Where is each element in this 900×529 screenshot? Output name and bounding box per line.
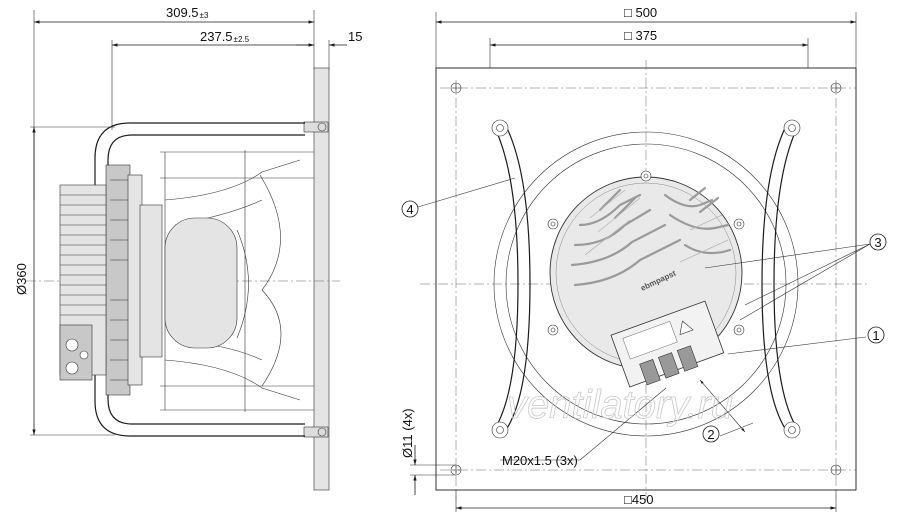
callout-2: 2 <box>702 425 720 443</box>
callout-1: 1 <box>867 326 885 344</box>
svg-text:4: 4 <box>406 202 413 217</box>
dimension-plate-thickness: 15 <box>348 29 362 44</box>
svg-text:3: 3 <box>874 235 881 250</box>
watermark: ventilatory.ru <box>507 383 733 427</box>
svg-text:1: 1 <box>872 328 879 343</box>
motor-electronics: ebmpapst <box>547 170 745 388</box>
dimension-hole-spacing-top: □ 375 <box>624 28 657 43</box>
side-mounting-plate <box>313 67 330 491</box>
front-view: □ 500 □ 375 □450 Ø11 (4x) <box>400 5 887 512</box>
dimension-plate-size: □ 500 <box>624 5 657 20</box>
dimension-diameter: Ø360 <box>14 263 29 295</box>
svg-text:2: 2 <box>707 427 714 442</box>
callout-3: 3 <box>869 233 887 251</box>
dimension-hole-spacing-bottom: □450 <box>624 492 654 507</box>
support-arms <box>491 119 801 439</box>
cable-gland-label: M20x1.5 (3x) <box>502 453 578 468</box>
callout-4: 4 <box>401 200 419 218</box>
dimension-hole-diameter: Ø11 (4x) <box>400 408 415 458</box>
dimension-mount-depth: 237.5±2.5 <box>200 29 250 44</box>
dimension-overall-depth: 309.5±3 <box>166 5 209 20</box>
side-view: 309.5±3 237.5±2.5 15 Ø360 <box>14 5 362 491</box>
